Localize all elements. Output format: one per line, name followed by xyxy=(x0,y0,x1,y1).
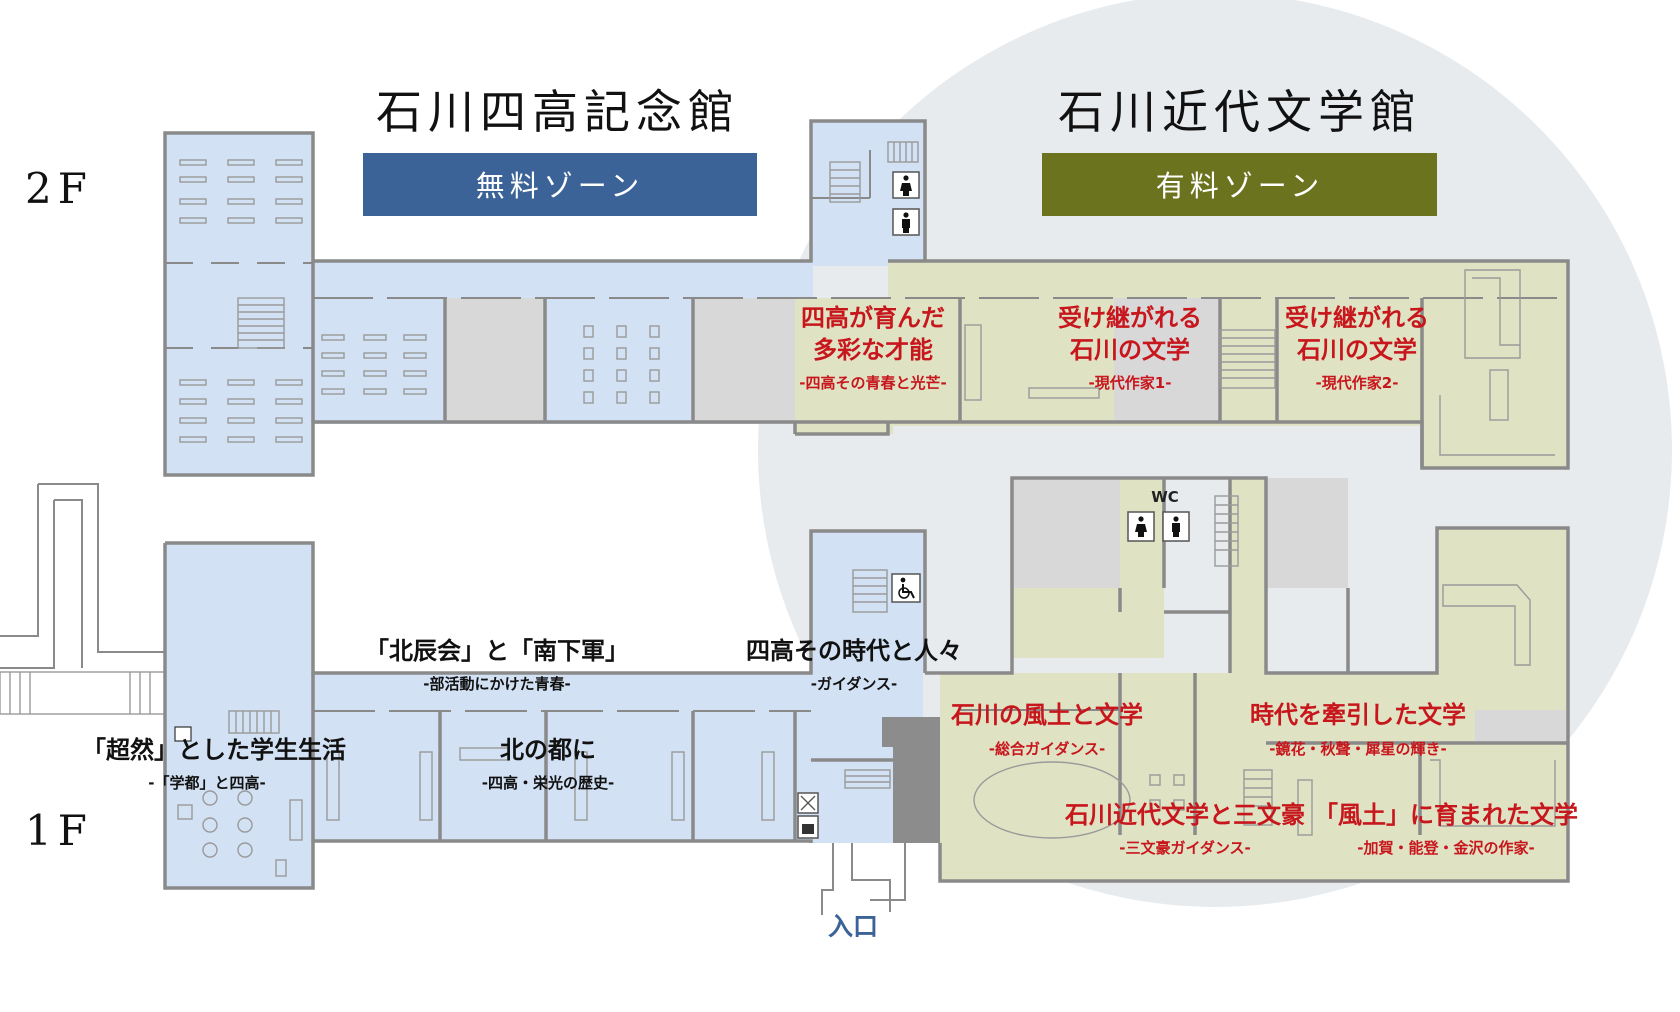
wheelchair-icon xyxy=(891,573,921,603)
right-building-name: 石川近代文学館 xyxy=(1058,85,1422,139)
free-zone-banner xyxy=(363,153,757,216)
floor1-paid-exhibit-2: 石川近代文学と三文豪 -三文豪ガイダンス- xyxy=(1064,801,1305,857)
floor1-free-exhibit-2: 北の都に -四高・栄光の歴史- xyxy=(482,736,614,792)
exhibit-subtitle: -ガイダンス- xyxy=(811,675,898,693)
floor2-exhibit-1: 受け継がれる 石川の文学 -現代作家1- xyxy=(1058,304,1202,392)
exhibit-title-line2: 石川の文学 xyxy=(1069,336,1190,364)
small-box-icon xyxy=(174,726,192,742)
floor1-paid-exhibit-3: 「風土」に育まれた文学 -加賀・能登・金沢の作家- xyxy=(1314,801,1578,857)
exhibit-title: 時代を牽引した文学 xyxy=(1250,701,1466,729)
floor-1-plan: WC 入口 xyxy=(0,476,1570,941)
exhibit-subtitle: -四高その青春と光芒- xyxy=(799,374,946,392)
exhibit-title-line1: 受け継がれる xyxy=(1058,304,1202,332)
exhibit-title: 「北辰会」と「南下軍」 xyxy=(365,637,629,665)
floor1-free-exhibit-0: 「超然」とした学生生活 -「学都」と四高- xyxy=(82,736,346,792)
exhibit-subtitle: -総合ガイダンス- xyxy=(989,740,1106,758)
exhibit-subtitle: -鏡花・秋聲・犀星の輝き- xyxy=(1269,740,1446,758)
floor2-exhibit-0: 四高が育んだ 多彩な才能 -四高その青春と光芒- xyxy=(799,304,946,392)
exhibit-title: 「風土」に育まれた文学 xyxy=(1314,801,1578,829)
toilet-male-icon xyxy=(892,208,920,236)
exhibit-title-line1: 受け継がれる xyxy=(1285,304,1429,332)
exhibit-title-line1: 四高が育んだ xyxy=(801,304,945,332)
floor-label-2f: 2F xyxy=(25,164,93,213)
free-zone-label: 無料ゾーン xyxy=(476,169,645,203)
exhibit-subtitle: -「学都」と四高- xyxy=(148,774,265,792)
wc-label: WC xyxy=(1151,488,1179,506)
exhibit-subtitle: -現代作家2- xyxy=(1316,374,1399,392)
toilet-female-icon xyxy=(892,171,920,199)
floor1-free-exhibit-1: 「北辰会」と「南下軍」 -部活動にかけた青春- xyxy=(365,637,629,693)
paid-zone-label: 有料ゾーン xyxy=(1156,169,1325,203)
exhibit-title: 北の都に xyxy=(500,736,596,764)
exhibit-title: 四高その時代と人々 xyxy=(746,637,962,665)
floor1-paid-exhibit-0: 石川の風土と文学 -総合ガイダンス- xyxy=(950,701,1143,758)
exhibit-title: 石川の風土と文学 xyxy=(950,701,1143,729)
floor-label-1f: 1F xyxy=(25,806,93,855)
floor2-exhibit-2: 受け継がれる 石川の文学 -現代作家2- xyxy=(1285,304,1429,392)
exhibit-subtitle: -部活動にかけた青春- xyxy=(423,675,570,693)
toilet-male-icon xyxy=(1162,511,1190,542)
exhibit-title: 石川近代文学と三文豪 xyxy=(1064,801,1305,829)
exhibit-title-line2: 石川の文学 xyxy=(1296,336,1417,364)
exhibit-subtitle: -四高・栄光の歴史- xyxy=(482,774,614,792)
exhibit-title: 「超然」とした学生生活 xyxy=(82,736,346,764)
floor1-free-exhibit-3: 四高その時代と人々 -ガイダンス- xyxy=(746,637,962,693)
elevator-icon xyxy=(797,792,819,814)
exhibit-title-line2: 多彩な才能 xyxy=(813,336,933,364)
floor1-paid-exhibit-1: 時代を牽引した文学 -鏡花・秋聲・犀星の輝き- xyxy=(1250,701,1466,758)
entrance-label: 入口 xyxy=(828,912,878,941)
exhibit-subtitle: -三文豪ガイダンス- xyxy=(1119,839,1251,857)
left-building-name: 石川四高記念館 xyxy=(376,85,740,139)
toilet-female-icon xyxy=(1127,511,1155,542)
exhibit-subtitle: -加賀・能登・金沢の作家- xyxy=(1357,839,1534,857)
exhibit-subtitle: -現代作家1- xyxy=(1089,374,1172,392)
paid-zone-banner xyxy=(1042,153,1437,216)
floor-2-plan xyxy=(163,119,1570,477)
locker-icon xyxy=(797,815,819,839)
